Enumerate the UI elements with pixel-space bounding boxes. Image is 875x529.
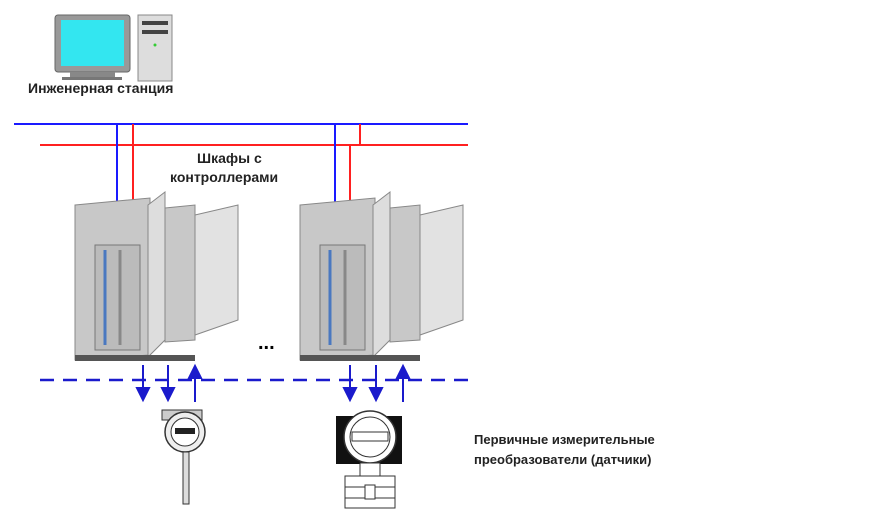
pressure-sensor-icon bbox=[161, 409, 206, 505]
controller-cabinet-group-1 bbox=[74, 190, 239, 361]
signal-arrows bbox=[135, 363, 411, 403]
flow-meter-icon bbox=[336, 410, 402, 509]
station-label: Инженерная станция bbox=[28, 80, 174, 96]
cabinets-label-line2: контроллерами bbox=[170, 169, 279, 185]
controller-cabinet-group-2 bbox=[299, 190, 464, 361]
engineering-station-icon bbox=[54, 14, 173, 82]
ellipsis: ... bbox=[258, 332, 275, 354]
network-bus bbox=[14, 123, 468, 202]
cabinets-label-line1: Шкафы с bbox=[197, 150, 262, 166]
sensors-label-line2: преобразователи (датчики) bbox=[474, 452, 652, 467]
sensors-label-line1: Первичные измерительные bbox=[474, 432, 655, 447]
